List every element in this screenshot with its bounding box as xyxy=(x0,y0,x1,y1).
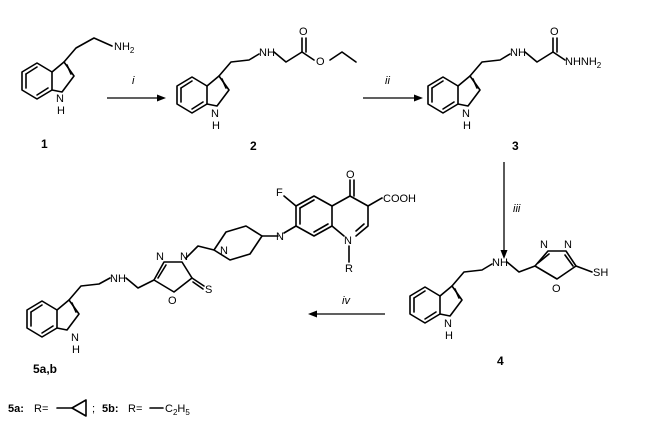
compound-3-carbonyl-o: O xyxy=(550,26,559,38)
compound-4-sh-label: SH xyxy=(593,267,608,279)
compound-1-structure xyxy=(21,37,113,100)
compound-5-number: 5a,b xyxy=(33,362,57,376)
compound-2-ester-o: O xyxy=(316,56,325,68)
compound-4-ring-o: O xyxy=(552,283,561,295)
compound-5-ring-n1: N xyxy=(156,251,164,263)
compound-5-r-label: R xyxy=(345,263,353,275)
compound-5-ring-o: O xyxy=(168,295,177,307)
arrow-step-ii-head xyxy=(414,94,423,102)
compound-4-number: 4 xyxy=(497,354,504,368)
compound-2-structure xyxy=(176,37,357,114)
compound-3-structure xyxy=(427,37,566,114)
arrow-step-iii-head xyxy=(500,250,508,259)
compound-5-ring-n2: N xyxy=(180,251,188,263)
arrow-step-i-head xyxy=(157,94,166,102)
compound-5-thione-s: S xyxy=(205,284,212,296)
cyclopropyl-icon xyxy=(56,399,87,417)
compound-5-structure xyxy=(26,179,383,338)
footnote-5a-label: 5a: xyxy=(8,403,24,415)
compound-3-h-label: H xyxy=(463,120,471,132)
compound-2-nh-label: NH xyxy=(259,47,275,59)
arrow-step-iv-head xyxy=(308,310,317,318)
compound-1-n-label: N xyxy=(56,93,64,105)
compound-5-h-label: H xyxy=(72,344,80,356)
compound-4-structure xyxy=(409,250,593,324)
compound-5-n-label: N xyxy=(71,332,79,344)
compound-1-amine-label: NH2 xyxy=(114,41,135,55)
compound-3-hydrazide-label: NHNH2 xyxy=(565,56,602,70)
compound-5-cooh-label: COOH xyxy=(383,193,416,205)
reagent-step-iii: iii xyxy=(513,203,521,215)
reagent-step-ii: ii xyxy=(385,75,390,87)
compound-4-nh-label: NH xyxy=(492,257,508,269)
reagent-step-iv: iv xyxy=(342,295,351,307)
compound-4-ring-n1: N xyxy=(540,239,548,251)
compound-5-keto-o: O xyxy=(346,169,355,181)
reagent-step-i: i xyxy=(132,75,135,87)
compound-4-n-label: N xyxy=(444,318,452,330)
compound-3-number: 3 xyxy=(512,139,519,153)
compound-2-n-label: N xyxy=(211,108,219,120)
footnote-5b-label: 5b: xyxy=(102,403,119,415)
compound-2-carbonyl-o: O xyxy=(299,26,308,38)
compound-4-ring-n2: N xyxy=(564,239,572,251)
compound-5-quinolone-n: N xyxy=(344,235,352,247)
footnote-5b-r: R= xyxy=(128,403,142,415)
compound-2-h-label: H xyxy=(212,120,220,132)
compound-5-nh-label: NH xyxy=(110,273,126,285)
compound-3-n-label: N xyxy=(462,108,470,120)
compound-3-nh-label: NH xyxy=(510,47,526,59)
compound-5-fluoro-label: F xyxy=(276,187,283,199)
footnote-5a-r: R= xyxy=(34,403,48,415)
compound-4-h-label: H xyxy=(445,330,453,342)
compound-5-piperazine-n2: N xyxy=(276,231,284,243)
compound-2-number: 2 xyxy=(250,139,257,153)
compound-1-h-label: H xyxy=(57,105,65,117)
compound-1-number: 1 xyxy=(41,137,48,151)
compound-5-piperazine-n1: N xyxy=(220,245,228,257)
footnote-ethyl-label: C2H5 xyxy=(165,403,190,417)
footnote-separator: ; xyxy=(92,403,95,415)
